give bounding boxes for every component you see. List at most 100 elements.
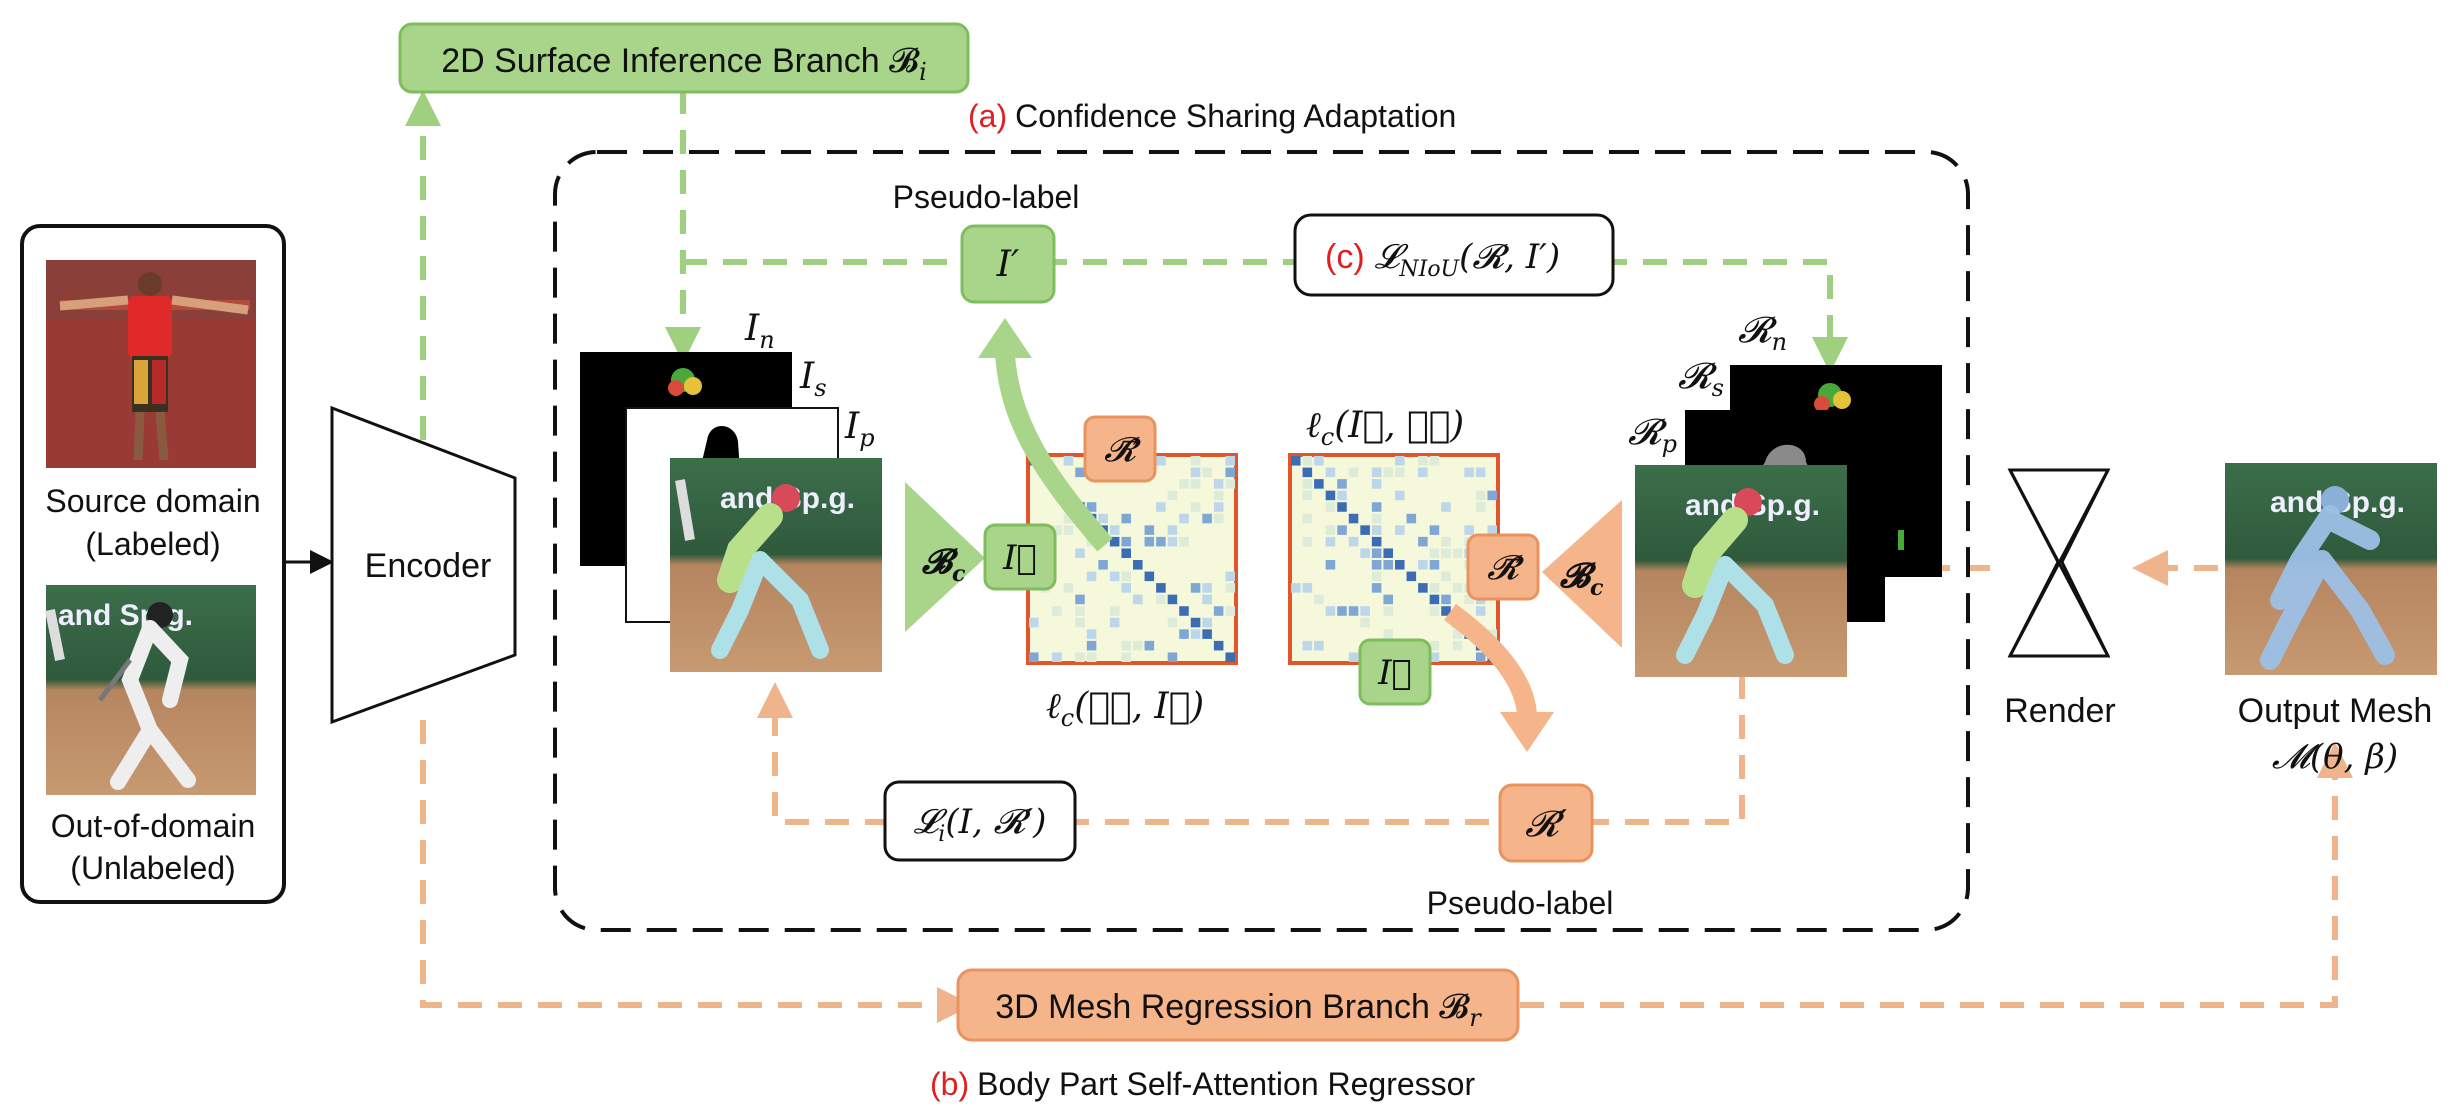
- matrix-cell: [1225, 467, 1235, 478]
- matrix-cell: [1452, 583, 1463, 593]
- svg-text:2D Surface Inference Branch 𝓑: 2D Surface Inference Branch 𝓑i: [441, 42, 927, 86]
- matrix-cell: [1156, 502, 1166, 512]
- left-prediction-stack: In Is and Sp.g. Ip: [580, 308, 882, 672]
- matrix-cell: [1029, 652, 1039, 662]
- matrix-cell: [1325, 606, 1336, 616]
- section-a-marker: (a): [968, 98, 1007, 134]
- r-n-label: 𝓡n: [1738, 310, 1787, 356]
- matrix-cell: [1441, 606, 1451, 616]
- matrix-cell: [1213, 479, 1224, 489]
- section-a-title: (a)Confidence Sharing Adaptation: [968, 98, 1456, 134]
- matrix-cell: [1179, 479, 1189, 489]
- matrix-cell: [1167, 594, 1178, 605]
- matrix-cell: [1202, 467, 1212, 478]
- output-mesh: and Sp.g. Output Mesh 𝓜(θ, β): [2225, 463, 2437, 777]
- matrix-cell: [1464, 467, 1474, 478]
- matrix-cell: [1452, 548, 1463, 558]
- matrix-cell: [1133, 594, 1143, 605]
- confidence-matrix-right: [1288, 453, 1500, 665]
- matrix-cell: [1337, 479, 1347, 489]
- matrix-cell: [1418, 536, 1428, 547]
- matrix-cell: [1075, 548, 1085, 558]
- matrix-cell: [1167, 525, 1178, 535]
- r-s-label: 𝓡s: [1678, 356, 1724, 402]
- source-domain-label: Source domain: [45, 483, 260, 519]
- source-domain-image: [46, 260, 256, 468]
- source-labeled-label: (Labeled): [85, 526, 220, 562]
- matrix-cell: [1418, 583, 1428, 593]
- matrix-cell: [1063, 583, 1074, 593]
- matrix-cell: [1133, 560, 1143, 570]
- matrix-cell: [1302, 640, 1313, 651]
- matrix-cell: [1086, 571, 1097, 582]
- matrix-cell: [1348, 467, 1359, 478]
- out-of-domain-label: Out-of-domain: [51, 808, 256, 844]
- matrix-cell: [1029, 617, 1039, 628]
- matrix-cell: [1167, 536, 1178, 547]
- matrix-cell: [1371, 583, 1382, 593]
- svg-text:I⃗: I⃗: [1002, 538, 1037, 578]
- matrix-cell: [1144, 525, 1155, 535]
- matrix-cell: [1487, 490, 1497, 501]
- matrix-cell: [1225, 583, 1235, 593]
- matrix-cell: [1395, 467, 1405, 478]
- matrix-cell: [1325, 560, 1336, 570]
- matrix-cell: [1190, 467, 1201, 478]
- matrix-cell: [1337, 502, 1347, 512]
- matrix-cell: [1302, 583, 1313, 593]
- matrix-cell: [1383, 560, 1393, 570]
- 3d-branch-to-output-line: [1520, 742, 2353, 1008]
- matrix-cell: [1156, 456, 1166, 466]
- section-b-label: Body Part Self-Attention Regressor: [977, 1066, 1475, 1102]
- pseudo-label-loop-line: [683, 259, 1848, 373]
- matrix-cell: [1144, 640, 1155, 651]
- matrix-cell: [1213, 490, 1224, 501]
- matrix-cell: [1086, 652, 1097, 662]
- matrix-cell: [1225, 456, 1235, 466]
- matrix-cell: [1487, 629, 1497, 639]
- matrix-cell: [1202, 583, 1212, 593]
- matrix-cell: [1348, 652, 1359, 662]
- matrix-cell: [1429, 640, 1440, 651]
- matrix-cell: [1360, 548, 1370, 558]
- i-prime-box: I′: [960, 224, 1056, 304]
- encoder: Encoder: [330, 405, 517, 725]
- matrix-cell: [1202, 629, 1212, 639]
- matrix-cell: [1098, 560, 1108, 570]
- matrix-cell: [1144, 571, 1155, 582]
- matrix-cell: [1441, 548, 1451, 558]
- matrix-cell: [1167, 617, 1178, 628]
- matrix-cell: [1348, 606, 1359, 616]
- matrix-cell: [1383, 629, 1393, 639]
- svg-text:𝓡⃗: 𝓡⃗: [1104, 430, 1142, 470]
- matrix-cell: [1086, 629, 1097, 639]
- vec-r-left-box: 𝓡⃗: [1083, 415, 1157, 483]
- left-bc-module: 𝓑c: [905, 482, 985, 632]
- matrix-cell: [1302, 456, 1313, 466]
- 3d-mesh-regression-branch: 3D Mesh Regression Branch 𝓑r: [956, 968, 1520, 1042]
- matrix-cell: [1383, 594, 1393, 605]
- matrix-cell: [1109, 606, 1120, 616]
- matrix-cell: [1202, 594, 1212, 605]
- render-label: Render: [2004, 692, 2116, 730]
- matrix-cell: [1075, 606, 1085, 616]
- svg-text:I⃗: I⃗: [1377, 653, 1412, 693]
- section-a-label: Confidence Sharing Adaptation: [1015, 98, 1456, 134]
- matrix-cell: [1314, 479, 1324, 489]
- matrix-cell: [1302, 467, 1313, 478]
- matrix-cell: [1348, 536, 1359, 547]
- matrix-cell: [1109, 617, 1120, 628]
- matrix-cell: [1121, 652, 1131, 662]
- vec-i-right-box: I⃗: [1358, 638, 1432, 706]
- input-panel: Source domain (Labeled) and Sp.g. Out-of…: [20, 224, 286, 904]
- matrix-cell: [1487, 525, 1497, 535]
- matrix-cell: [1325, 490, 1336, 501]
- matrix-cell: [1441, 502, 1451, 512]
- matrix-cell: [1429, 652, 1440, 662]
- matrix-cell: [1475, 606, 1486, 616]
- matrix-cell: [1291, 583, 1301, 593]
- matrix-cell: [1225, 479, 1235, 489]
- matrix-cell: [1086, 640, 1097, 651]
- matrix-cell: [1475, 490, 1486, 501]
